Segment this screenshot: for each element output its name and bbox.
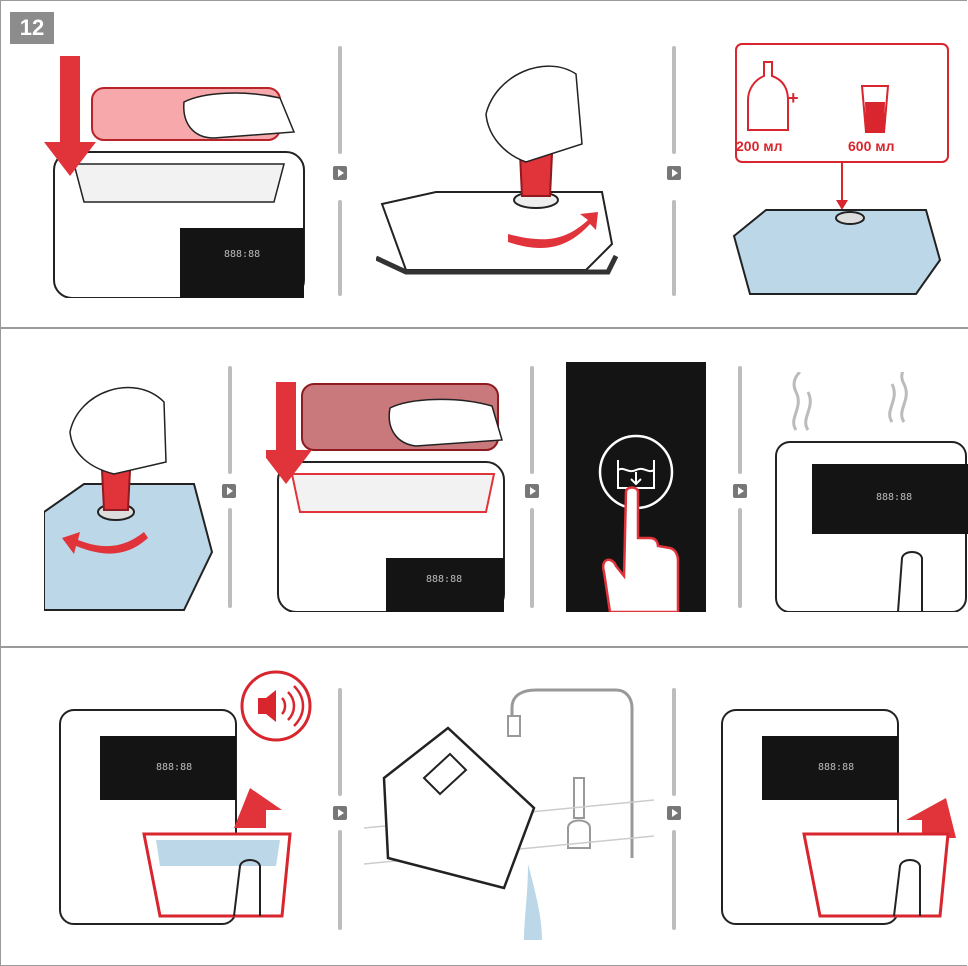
basket xyxy=(384,728,534,888)
divider-bottom xyxy=(228,508,232,608)
scene-place-reservoir: 888:88 xyxy=(266,362,506,612)
display-digits: 888:88 xyxy=(224,249,260,260)
place-reservoir-illustration: 888:88 xyxy=(266,362,506,612)
insert-basket-illustration: 888:88 xyxy=(716,670,962,932)
hand xyxy=(70,388,166,474)
display-digits: 888:88 xyxy=(876,492,912,503)
divider-top xyxy=(228,366,232,474)
next-step-arrow-icon xyxy=(333,166,347,180)
press-button-illustration xyxy=(566,362,706,612)
divider-top xyxy=(672,46,676,154)
basket xyxy=(804,834,948,916)
cap xyxy=(102,470,130,510)
hand xyxy=(486,66,582,162)
divider-bottom xyxy=(672,200,676,296)
steaming-fryer-illustration: 888:88 xyxy=(772,372,968,612)
scene-drain-water xyxy=(364,668,654,940)
next-step-arrow-icon xyxy=(667,806,681,820)
scene-insert-basket: 888:88 xyxy=(716,670,962,932)
hand xyxy=(389,399,502,446)
display-digits: 888:88 xyxy=(156,762,192,773)
scene-steaming: 888:88 xyxy=(772,372,968,612)
divider-bottom xyxy=(530,508,534,608)
pull-basket-illustration: 888:88 xyxy=(44,670,324,932)
drain-water-illustration xyxy=(364,668,654,940)
next-step-arrow-icon xyxy=(222,484,236,498)
divider-top xyxy=(672,688,676,796)
pull-arrow-icon xyxy=(234,788,282,828)
scene-lift-reservoir: 888:88 xyxy=(44,52,306,298)
divider-bottom xyxy=(738,508,742,608)
row-separator-1 xyxy=(0,327,968,329)
next-step-arrow-icon xyxy=(733,484,747,498)
display-digits: 888:88 xyxy=(818,762,854,773)
next-step-arrow-icon xyxy=(525,484,539,498)
scene-pull-basket: 888:88 xyxy=(44,670,324,932)
divider-top xyxy=(530,366,534,474)
bottle-volume-label: 200 мл xyxy=(736,138,783,154)
lift-reservoir-illustration: 888:88 xyxy=(44,52,306,298)
scene-press-button xyxy=(566,362,706,612)
close-cap-illustration xyxy=(44,362,216,612)
divider-bottom xyxy=(338,200,342,296)
divider-top xyxy=(338,46,342,154)
display-digits: 888:88 xyxy=(426,574,462,585)
cup-volume-label: 600 мл xyxy=(848,138,895,154)
divider-top xyxy=(738,366,742,474)
next-step-arrow-icon xyxy=(667,166,681,180)
next-step-arrow-icon xyxy=(333,806,347,820)
divider-bottom xyxy=(338,830,342,930)
step-number-badge: 12 xyxy=(10,12,54,44)
unscrew-cap-illustration xyxy=(376,44,632,300)
hand xyxy=(184,93,294,138)
divider-bottom xyxy=(672,830,676,930)
push-arrow-icon xyxy=(906,798,956,838)
fill-water-illustration xyxy=(726,40,958,300)
row-separator-2 xyxy=(0,646,968,648)
scene-close-cap xyxy=(44,362,216,612)
scene-unscrew-cap xyxy=(376,44,632,300)
scene-fill-water xyxy=(726,40,958,300)
plus-sign: + xyxy=(788,88,799,109)
divider-top xyxy=(338,688,342,796)
